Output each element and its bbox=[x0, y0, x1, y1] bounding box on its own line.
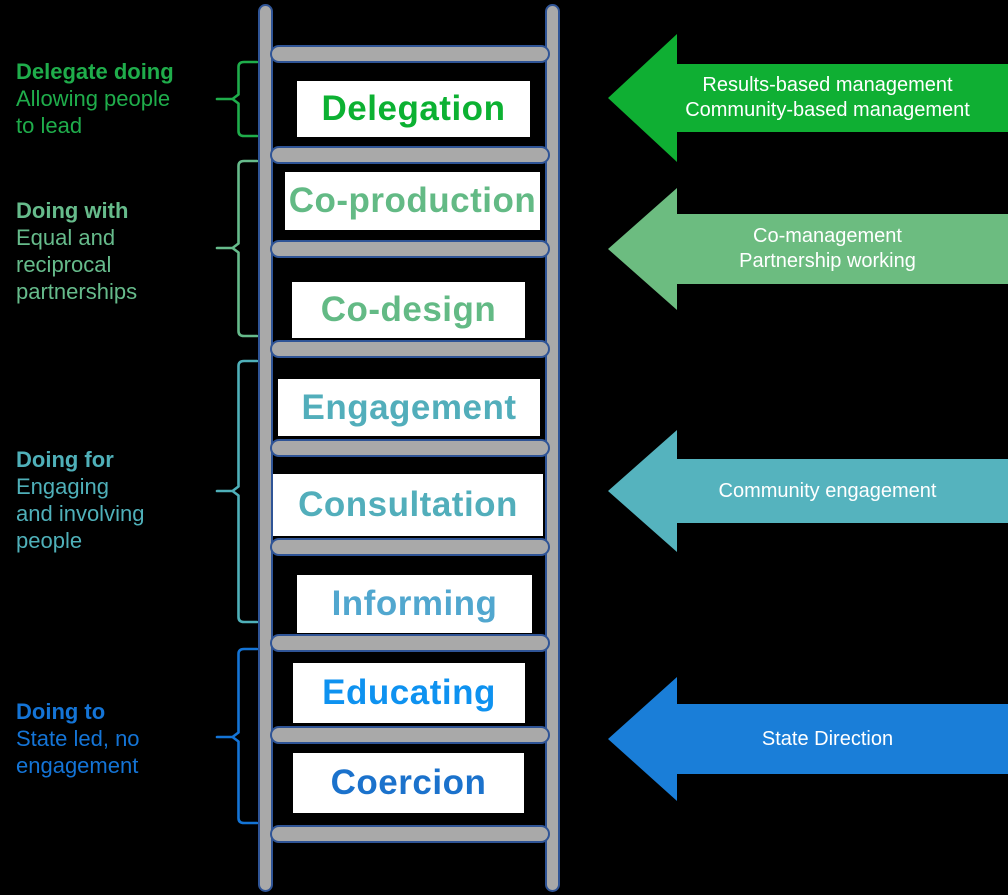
arrow-line: State Direction bbox=[761, 727, 894, 750]
group-line: Engaging bbox=[16, 474, 109, 499]
ladder-rung bbox=[270, 825, 550, 843]
arrow-text: Co-management Partnership working bbox=[608, 224, 1008, 274]
step-co-design: Co-design bbox=[292, 282, 525, 338]
brace-doing-to bbox=[215, 647, 259, 825]
step-label: Co-design bbox=[320, 290, 497, 329]
brace-delegate-doing bbox=[215, 60, 259, 138]
group-line: reciprocal bbox=[16, 252, 112, 277]
arrow-line: Results-based management bbox=[702, 74, 953, 96]
step-consultation: Consultation bbox=[273, 474, 543, 536]
arrow-text: Community engagement bbox=[608, 479, 1008, 504]
ladder-rung bbox=[270, 634, 550, 652]
arrow-line: Partnership working bbox=[739, 250, 916, 272]
brace-doing-for bbox=[215, 359, 259, 624]
group-line: partnerships bbox=[16, 279, 138, 304]
ladder-rung bbox=[270, 726, 550, 744]
arrow-state-direction: State Direction bbox=[608, 677, 1008, 801]
ladder-rung bbox=[270, 146, 550, 164]
step-informing: Informing bbox=[297, 575, 532, 633]
group-heading: Delegate doing bbox=[16, 59, 174, 84]
group-line: Equal and bbox=[16, 225, 116, 250]
step-label: Consultation bbox=[298, 485, 518, 524]
step-label: Delegation bbox=[321, 89, 506, 128]
group-heading: Doing with bbox=[16, 198, 129, 223]
group-label-doing-to: Doing to State led, no engagement bbox=[16, 698, 140, 779]
group-line: people bbox=[16, 528, 83, 553]
step-engagement: Engagement bbox=[278, 379, 540, 436]
arrow-community-engagement: Community engagement bbox=[608, 430, 1008, 552]
arrow-line: Community-based management bbox=[685, 99, 970, 121]
group-label-delegate-doing: Delegate doing Allowing people to lead bbox=[16, 58, 174, 139]
step-educating: Educating bbox=[293, 663, 525, 723]
arrow-co-management: Co-management Partnership working bbox=[608, 188, 1008, 310]
ladder-rung bbox=[270, 439, 550, 457]
arrow-text: State Direction bbox=[608, 727, 1008, 752]
group-label-doing-with: Doing with Equal and reciprocal partners… bbox=[16, 197, 137, 305]
ladder-rung bbox=[270, 340, 550, 358]
brace-doing-with bbox=[215, 159, 259, 338]
arrow-line: Community engagement bbox=[718, 479, 937, 502]
group-line: State led, no bbox=[16, 726, 140, 751]
ladder-rung bbox=[270, 45, 550, 63]
group-line: engagement bbox=[16, 753, 139, 778]
ladder-rung bbox=[270, 538, 550, 556]
step-delegation: Delegation bbox=[297, 81, 530, 137]
ladder-rung bbox=[270, 240, 550, 258]
step-label: Engagement bbox=[301, 387, 517, 427]
step-label: Coercion bbox=[330, 763, 487, 802]
step-label: Educating bbox=[322, 673, 496, 712]
step-co-production: Co-production bbox=[285, 172, 540, 230]
group-heading: Doing to bbox=[16, 699, 106, 724]
arrow-results-based-management: Results-based management Community-based… bbox=[608, 34, 1008, 162]
group-line: to lead bbox=[16, 113, 83, 138]
group-heading: Doing for bbox=[16, 447, 114, 472]
group-label-doing-for: Doing for Engaging and involving people bbox=[16, 446, 144, 554]
step-label: Informing bbox=[331, 584, 498, 623]
step-coercion: Coercion bbox=[293, 753, 524, 813]
group-line: and involving bbox=[16, 501, 145, 526]
arrow-line: Co-management bbox=[753, 225, 902, 247]
group-line: Allowing people bbox=[16, 86, 171, 111]
step-label: Co-production bbox=[288, 181, 537, 220]
arrow-text: Results-based management Community-based… bbox=[608, 73, 1008, 123]
